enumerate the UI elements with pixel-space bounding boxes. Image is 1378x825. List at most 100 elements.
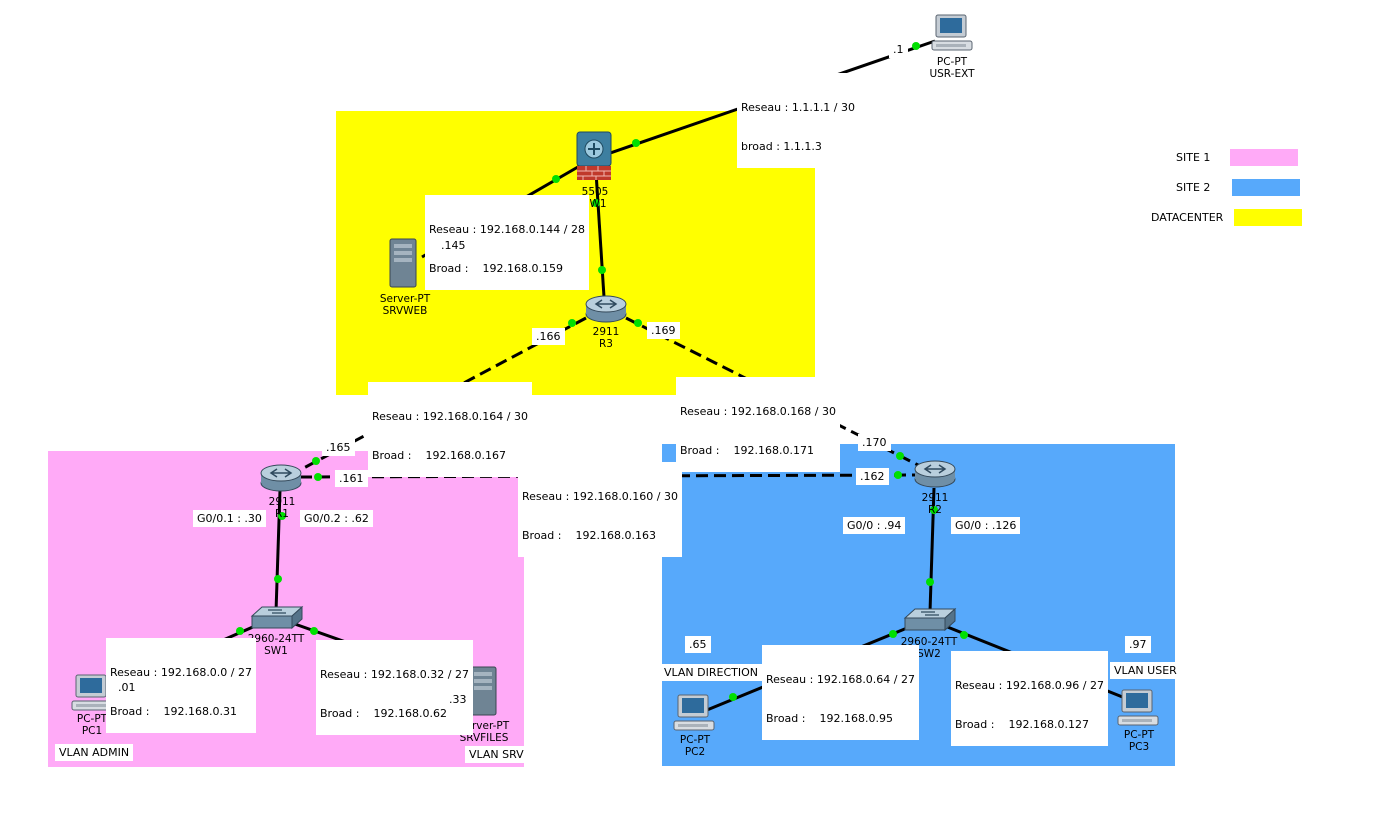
ip-label-r1-to-r3: .165	[322, 439, 355, 456]
vlan-label-direction: VLAN DIRECTION	[660, 664, 762, 681]
legend-swatch-datacenter	[1234, 209, 1302, 226]
broadcast-address: Broad : 192.168.0.95	[766, 712, 893, 725]
ip-label-r2-to-r3: .170	[858, 434, 891, 451]
subif-label-r1-g02: G0/0.2 : .62	[300, 510, 373, 527]
legend-swatch-site1	[1230, 149, 1298, 166]
pc1-label: PC-PT PC1	[77, 713, 107, 737]
port-led	[274, 575, 282, 583]
port-led	[598, 266, 606, 274]
broadcast-address: Broad : 192.168.0.167	[372, 449, 506, 462]
device-name: USR-EXT	[929, 68, 975, 80]
link-r1-sw1	[274, 489, 282, 613]
legend-label-site2: SITE 2	[1176, 181, 1211, 194]
port-led	[568, 319, 576, 327]
router-icon[interactable]	[259, 461, 303, 493]
subif-label-r2-g00a: G0/0 : .94	[843, 517, 906, 534]
legend-label-datacenter: DATACENTER	[1151, 211, 1224, 224]
device-model: PC-PT	[936, 56, 968, 68]
network-label-r2-r3: Reseau : 192.168.0.168 / 30 Broad : 192.…	[676, 377, 840, 472]
ip-label-r2-to-r1: .162	[856, 468, 889, 485]
port-led	[930, 506, 938, 514]
network-label-r1-r3: Reseau : 192.168.0.164 / 30 Broad : 192.…	[368, 382, 532, 477]
network-address: Reseau : 192.168.0.164 / 30	[372, 410, 528, 423]
port-led	[236, 627, 244, 635]
legend-label-site1: SITE 1	[1176, 151, 1211, 164]
device-name: PC1	[81, 725, 103, 737]
pc3-label: PC-PT PC3	[1124, 729, 1154, 753]
port-led	[926, 578, 934, 586]
device-model: Server-PT	[379, 293, 431, 305]
broadcast-address: Broad : 192.168.0.159	[429, 262, 563, 275]
device-name: R3	[599, 338, 613, 350]
pc-icon[interactable]	[672, 693, 718, 733]
port-led	[592, 199, 600, 207]
port-led	[552, 175, 560, 183]
network-address: Reseau : 192.168.0.144 / 28	[429, 223, 585, 236]
firewall-icon[interactable]	[574, 130, 614, 182]
port-led	[632, 139, 640, 147]
port-led	[310, 627, 318, 635]
ip-label-r3-to-r2: .169	[647, 322, 680, 339]
switch-icon[interactable]	[903, 606, 957, 634]
device-name: PC3	[1128, 741, 1150, 753]
port-led	[278, 512, 286, 520]
port-led	[314, 473, 322, 481]
device-name: R1	[275, 508, 289, 520]
device-name: R2	[928, 504, 942, 516]
port-led	[960, 631, 968, 639]
device-model: 2911	[921, 492, 949, 504]
ip-label-r1-to-r2: .161	[335, 470, 368, 487]
network-address: Reseau : 192.168.0.64 / 27	[766, 673, 915, 686]
device-name: SRVFILES	[459, 732, 509, 744]
subif-label-r1-g01: G0/0.1 : .30	[193, 510, 266, 527]
pc-icon[interactable]	[70, 673, 116, 713]
network-label-r1-r2: Reseau : 192.168.0.160 / 30 Broad : 192.…	[518, 462, 682, 557]
broadcast-address: Broad : 192.168.0.163	[522, 529, 656, 542]
ip-label-usr-ext: .1	[889, 41, 908, 58]
legend-swatch-site2	[1232, 179, 1300, 196]
broadcast-address: Broad : 192.168.0.127	[955, 718, 1089, 731]
vlan-label-srv: VLAN SRV	[465, 746, 528, 763]
device-model: PC-PT	[1123, 729, 1155, 741]
sw1-label: 2960-24TT SW1	[248, 633, 305, 657]
subif-label-r2-g00b: G0/0 : .126	[951, 517, 1021, 534]
device-name: FW1	[583, 198, 607, 210]
router-icon[interactable]	[913, 457, 957, 489]
network-address: Reseau : 192.168.0.168 / 30	[680, 405, 836, 418]
device-name: SW1	[264, 645, 288, 657]
device-model: PC-PT	[76, 713, 108, 725]
network-address: Reseau : 192.168.0.0 / 27	[110, 666, 253, 679]
port-led	[634, 319, 642, 327]
pc2-label: PC-PT PC2	[680, 734, 710, 758]
network-label-user: Reseau : 192.168.0.96 / 27 Broad : 192.1…	[951, 651, 1108, 746]
broadcast-address: Broad : 192.168.0.171	[680, 444, 814, 457]
device-name: SRVWEB	[382, 305, 428, 317]
router-icon[interactable]	[584, 292, 628, 324]
vlan-label-user: VLAN USER	[1110, 662, 1181, 679]
port-led	[896, 452, 904, 460]
pc-icon[interactable]	[1116, 688, 1162, 728]
server-icon[interactable]	[386, 237, 420, 289]
device-name: PC2	[684, 746, 706, 758]
ip-label-pc3: .97	[1125, 636, 1151, 653]
usr-ext-label: PC-PT USR-EXT	[929, 56, 974, 80]
ip-label-r3-to-r1: .166	[532, 328, 565, 345]
broadcast-address: broad : 1.1.1.3	[741, 140, 822, 153]
network-address: Reseau : 1.1.1.1 / 30	[741, 101, 856, 114]
ip-label-pc2: .65	[685, 636, 711, 653]
port-led	[889, 630, 897, 638]
pc-icon[interactable]	[930, 13, 976, 53]
switch-icon[interactable]	[250, 604, 304, 632]
network-address: Reseau : 192.168.0.96 / 27	[955, 679, 1104, 692]
device-model: PC-PT	[679, 734, 711, 746]
r3-label: 2911 R3	[593, 326, 620, 350]
link-fw1-r3	[594, 171, 606, 298]
broadcast-address: Broad : 192.168.0.62	[320, 707, 447, 720]
device-model: 2911	[592, 326, 620, 338]
r1-label: 2911 R1	[269, 496, 296, 520]
port-led	[312, 457, 320, 465]
device-model: 2911	[268, 496, 296, 508]
network-label-direction: Reseau : 192.168.0.64 / 27 Broad : 192.1…	[762, 645, 919, 740]
vlan-label-admin: VLAN ADMIN	[55, 744, 134, 761]
port-led	[729, 693, 737, 701]
